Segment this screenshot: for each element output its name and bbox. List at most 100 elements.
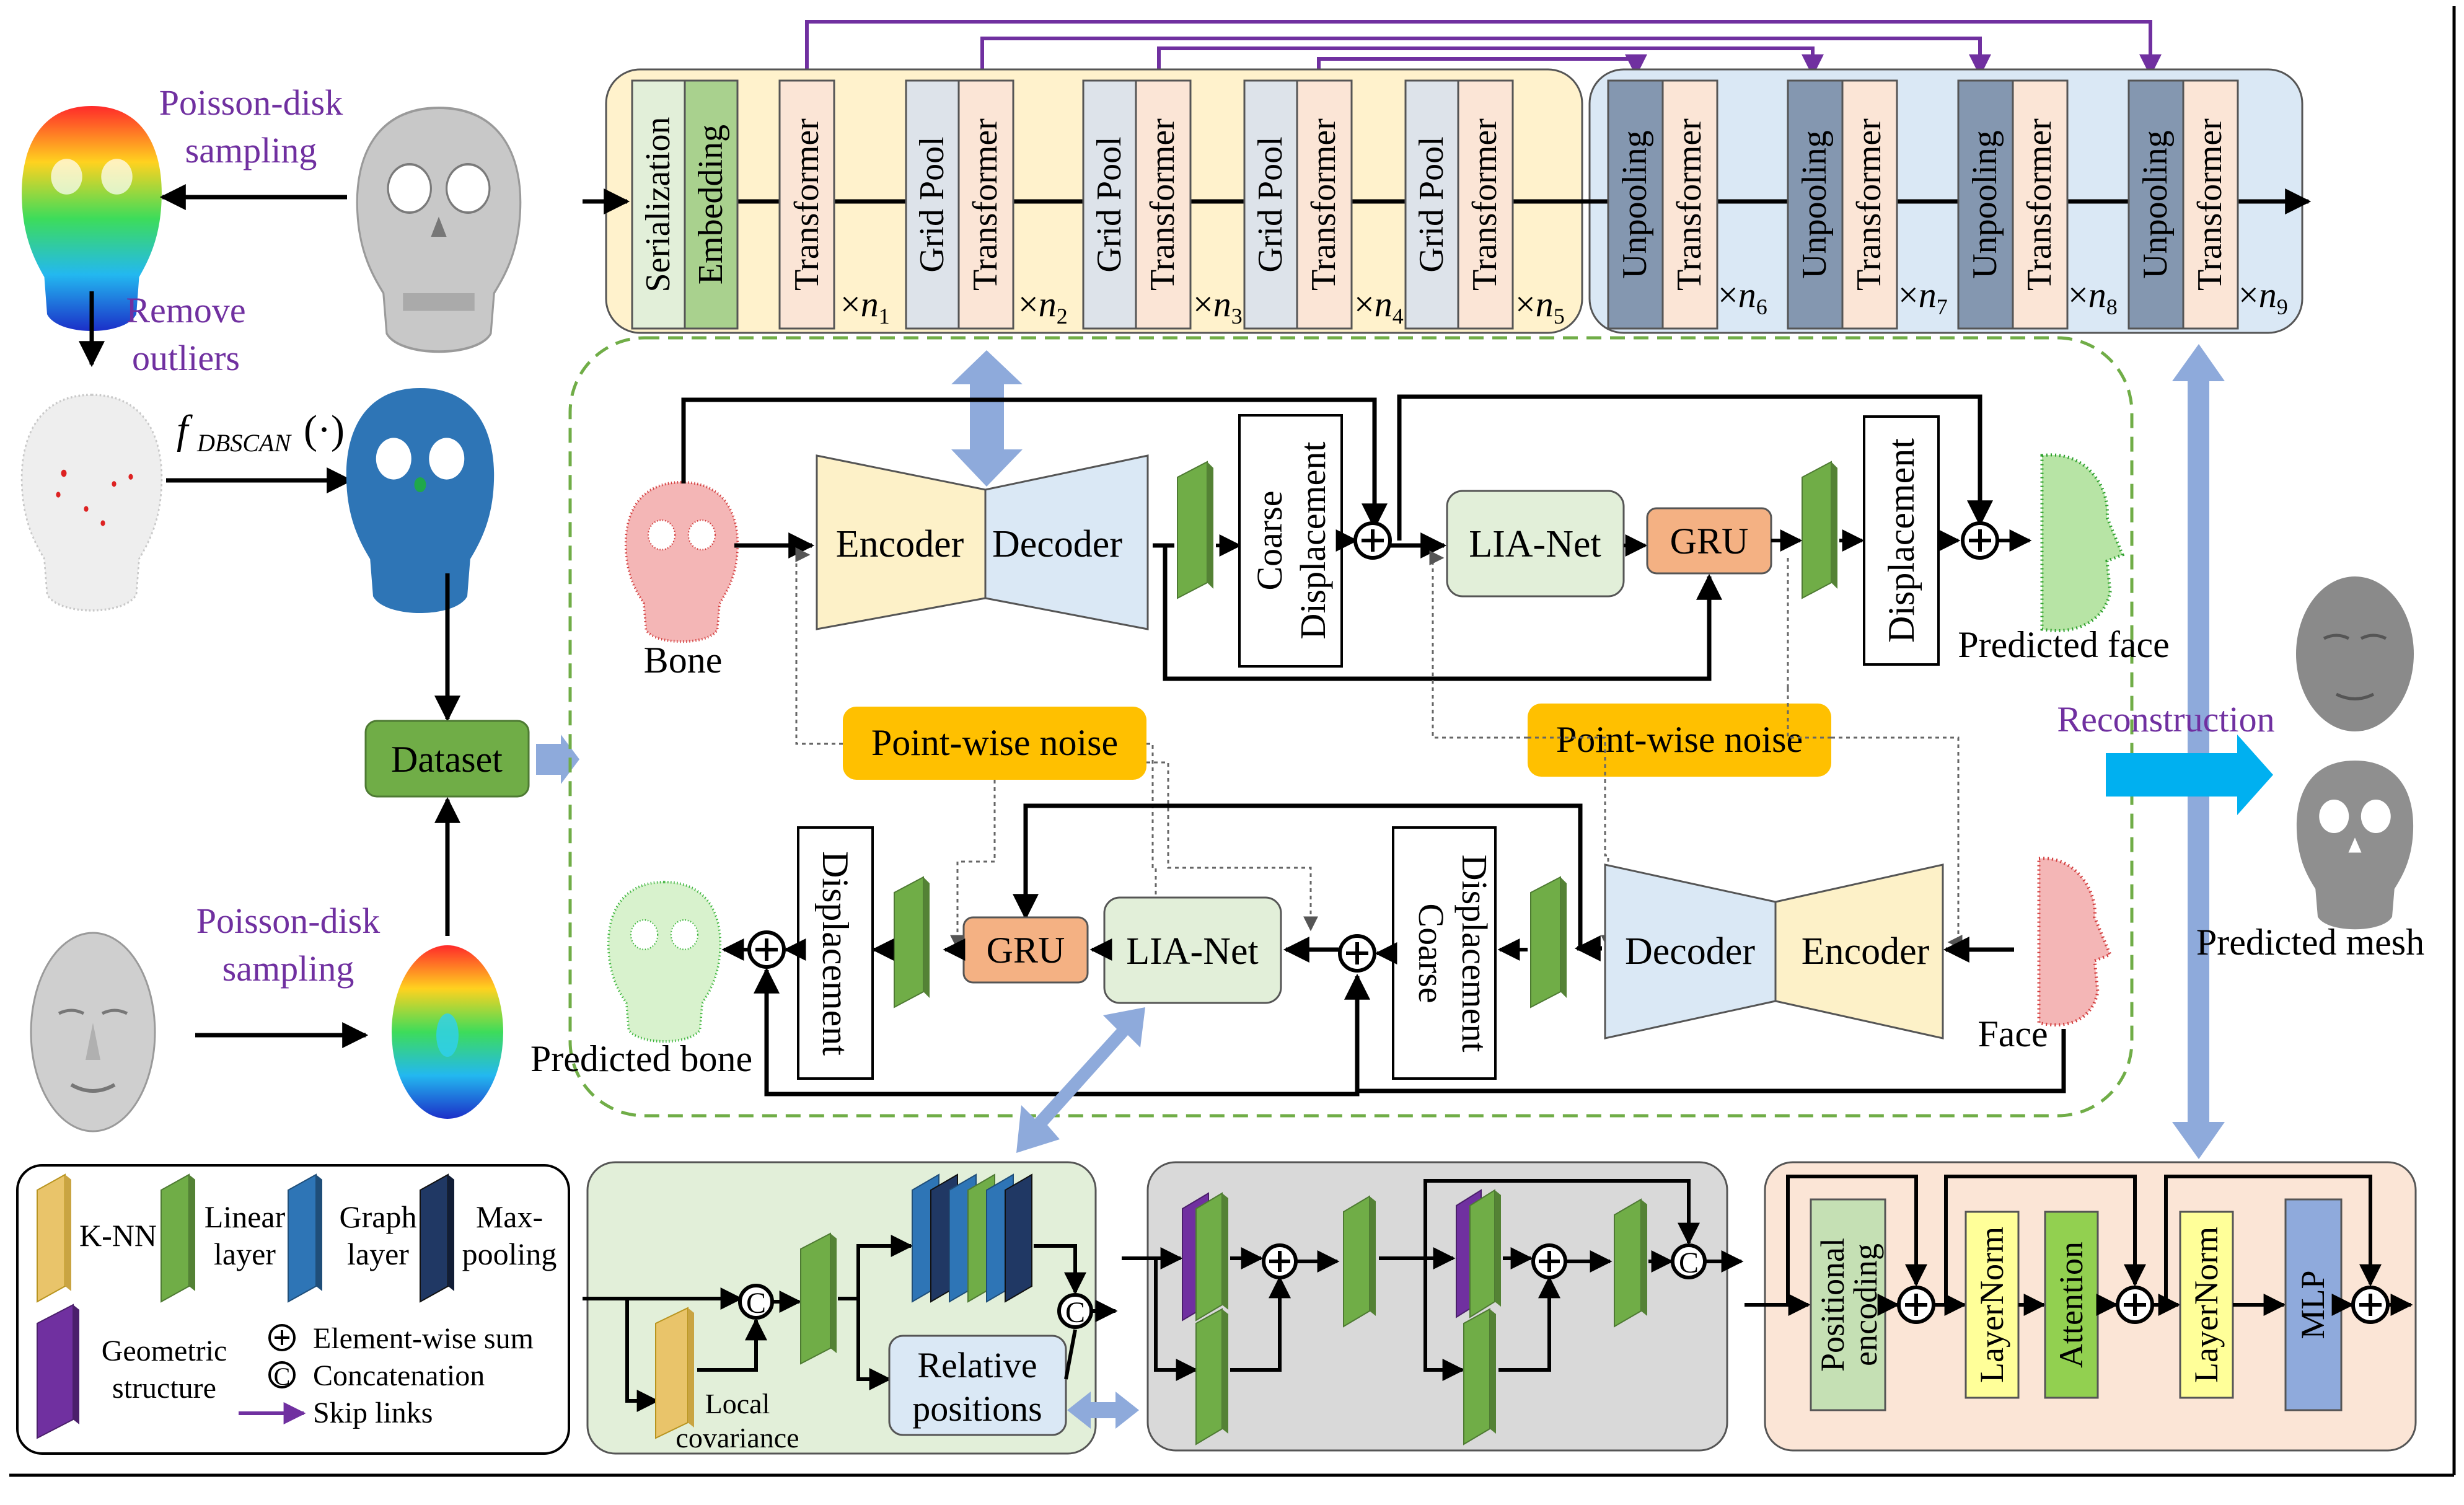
decoder-top[interactable] [984,454,1149,630]
predicted-mesh-label: Predicted mesh [2196,922,2424,963]
layer-stack-lia [912,1173,1032,1303]
bone-skip-path [681,397,1388,530]
lia-module-connector [1016,1007,1145,1153]
mlp-block[interactable] [2284,1198,2343,1411]
repeat-count-9: ×n9 [2238,275,2288,319]
repeat-count-1: ×n1 [840,284,890,329]
geo-skip-top [1423,1179,1700,1258]
predicted-bone-cloud [609,882,721,1041]
svg-text:Grid Pool: Grid Pool [913,136,951,272]
predicted-bone-label: Predicted bone [530,1038,752,1079]
predicted-face-label: Predicted face [1958,624,2169,665]
linear-layer-bottom-1 [1530,876,1567,1008]
knn-to-concat [697,1318,767,1372]
geo-linear-mid [1343,1195,1376,1328]
lower-branch: Face Encoder Decoder Coarse Displacement… [530,803,2113,1097]
positional-encoding-label: Positional [1814,1238,1851,1372]
geometric-module-bg [1146,1161,1728,1452]
skip-line-to-displacement-sum [1397,394,1993,541]
legend-geometric-icon [37,1304,79,1439]
poisson-top-label: Poisson-disk [159,82,343,123]
reconstruction-output: Reconstruction Predicted mesh [2057,576,2424,963]
unpooling-block-1: Unpooling [1607,79,1664,330]
sum-node-top-2 [1961,521,1999,560]
tr-sum-node-3 [2351,1286,2390,1324]
svg-text:Transformer: Transformer [1670,118,1709,291]
layernorm-block-1[interactable] [1965,1211,2020,1399]
svg-text:C: C [1065,1296,1085,1329]
legend-graph-icon [288,1173,322,1303]
skull-mesh-image [356,107,522,353]
predicted-face-cloud [2040,453,2125,632]
svg-text:Transformer: Transformer [966,118,1005,291]
transformer-block-7: Transformer [1841,79,1898,330]
relative-positions-label: Relative [917,1345,1037,1385]
displacement-bottom[interactable] [797,826,874,1080]
linear-layer-top-1 [1177,461,1213,599]
outlier-skull-image [20,394,163,612]
unpooling-block-3: Unpooling [1957,79,2014,330]
svg-text:C: C [1679,1247,1699,1279]
face-mesh-image [30,932,156,1132]
transformer-block-5: Transformer [1457,79,1514,330]
preprocessing-panel: Poisson-disk sampling Remove outliers f … [20,82,579,1132]
stack-to-concat [1034,1244,1086,1295]
tr-sum-node-1 [1897,1286,1935,1324]
attention-block[interactable] [2044,1211,2099,1399]
embedding-block: Embedding [684,79,739,330]
geo-sum-node-2 [1531,1243,1567,1279]
svg-text:×n3: ×n3 [1193,284,1243,329]
legend-concat-label: Concatenation [313,1359,485,1392]
svg-text:Unpooling: Unpooling [1966,130,2004,279]
svg-text:Grid Pool: Grid Pool [1090,136,1129,272]
displacement-top[interactable] [1863,415,1940,666]
legend-concat-icon: C [268,1361,296,1390]
decoder-bottom[interactable] [1604,863,1777,1039]
backbone-panel: Serialization Embedding Transformer Grid… [583,68,2312,334]
geo-lower1-to-sum [1230,1276,1291,1372]
geo-linear-final [1614,1198,1647,1328]
positional-encoding-block[interactable] [1810,1198,1886,1411]
svg-text:Transformer: Transformer [1850,118,1888,291]
local-covariance-label: Local [705,1388,770,1419]
point-wise-noise-right-label: Point-wise noise [1556,719,1803,760]
geo-input-lower [1154,1258,1199,1381]
dataset-box[interactable] [364,720,530,798]
relpos-to-concat [1064,1329,1077,1380]
tr-skip-1 [1786,1175,1927,1305]
lia-net-bottom-label: LIA-Net [1126,930,1258,973]
legend-maxpool-label-2: pooling [462,1237,557,1271]
rainbow-skull-image [22,106,162,331]
layernorm-block-2[interactable] [2179,1211,2234,1399]
svg-text:Transformer: Transformer [2191,118,2229,291]
legend-knn-label: K-NN [79,1218,157,1253]
svg-text:×n1: ×n1 [840,284,890,329]
point-wise-noise-right[interactable] [1528,704,1831,777]
legend-geometric-label-2: structure [112,1372,216,1405]
remove-outliers-label-2: outliers [132,338,240,378]
geometric-module-panel: C [1122,1161,1744,1452]
tr-sum-node-2 [2116,1286,2154,1324]
transformer-block-3: Transformer [1135,79,1192,330]
coarse-displacement-bottom-label-2: Displacement [1454,855,1495,1053]
transformer-block-1: Transformer [778,79,835,330]
legend-sum-label: Element-wise sum [313,1322,534,1355]
lia-input-to-knn [625,1299,659,1412]
sum-node-top-1 [1353,521,1392,560]
svg-text:Transformer: Transformer [2020,118,2059,291]
svg-text:Transformer: Transformer [1143,118,1182,291]
point-wise-noise-left[interactable] [843,707,1146,780]
svg-text:Grid Pool: Grid Pool [1251,136,1290,272]
coarse-displacement-bottom[interactable] [1392,826,1497,1080]
lia-module-panel: Local covariance C Relative positions C [583,1161,1118,1455]
repeat-count-6: ×n6 [1718,275,1767,319]
geo-lower2-to-sum [1498,1276,1560,1372]
decoder-top-label: Decoder [992,523,1122,565]
coarse-displacement-top-label-2: Displacement [1293,442,1333,640]
legend-linear-icon [161,1173,195,1303]
legend-geometric-label: Geometric [102,1335,227,1367]
relative-positions-box[interactable] [888,1335,1067,1436]
arrow-dataset-to-network [536,735,579,784]
backbone-to-network-connector [951,350,1023,487]
blue-skull-image [346,388,495,613]
